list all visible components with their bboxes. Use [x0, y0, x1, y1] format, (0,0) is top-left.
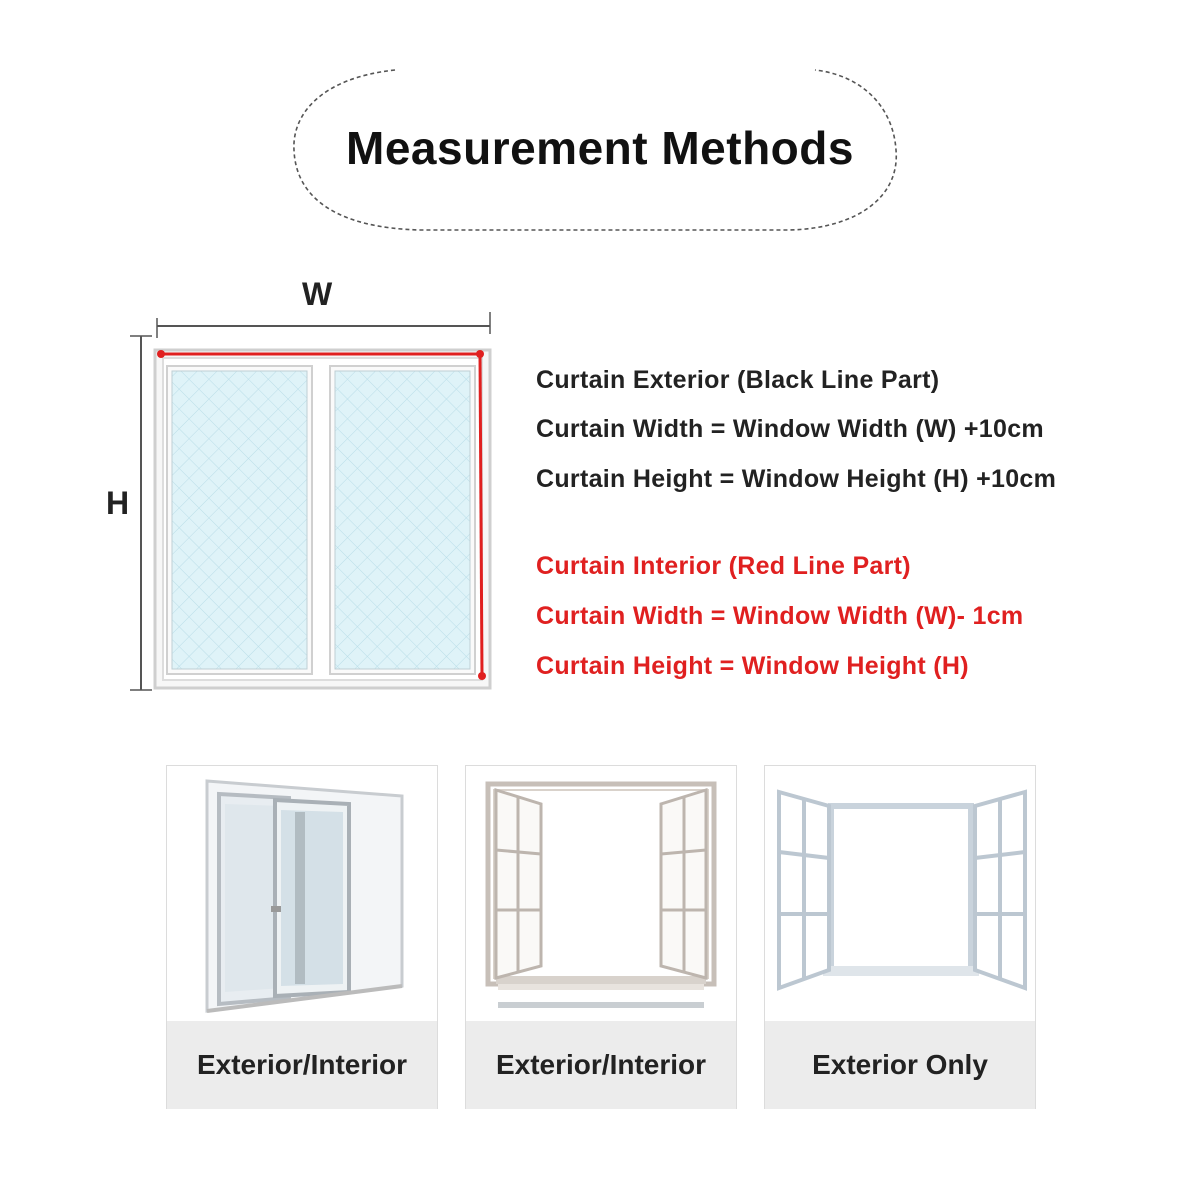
window-type-card-casement: Exterior/Interior — [465, 765, 737, 1109]
sliding-window-icon — [205, 779, 404, 1013]
height-label: H — [106, 485, 130, 521]
width-dimension-line — [156, 312, 491, 338]
right-glass-pane — [334, 370, 471, 670]
outward-casement-window-icon — [777, 789, 1027, 991]
window-measurement-diagram — [130, 312, 492, 691]
interior-width-rule: Curtain Width = Window Width (W)- 1cm — [536, 602, 1024, 630]
title-bubble-outline — [293, 69, 897, 231]
window-type-card-outward: Exterior Only — [764, 765, 1036, 1109]
page-title: Measurement Methods — [346, 122, 854, 174]
interior-measure-lines — [157, 350, 486, 680]
exterior-heading: Curtain Exterior (Black Line Part) — [536, 366, 940, 394]
window-type-card-sliding: Exterior/Interior — [166, 765, 438, 1109]
casement-window-icon — [485, 781, 717, 1008]
exterior-height-rule: Curtain Height = Window Height (H) +10cm — [536, 465, 1057, 493]
window-type-label: Exterior/Interior — [466, 1021, 736, 1109]
left-glass-pane — [171, 370, 308, 670]
window-type-label: Exterior Only — [765, 1021, 1035, 1109]
width-label: W — [302, 276, 333, 312]
window-type-label: Exterior/Interior — [167, 1021, 437, 1109]
interior-height-rule: Curtain Height = Window Height (H) — [536, 652, 969, 680]
interior-heading: Curtain Interior (Red Line Part) — [536, 552, 911, 580]
height-dimension-line — [130, 335, 152, 691]
exterior-width-rule: Curtain Width = Window Width (W) +10cm — [536, 415, 1044, 443]
